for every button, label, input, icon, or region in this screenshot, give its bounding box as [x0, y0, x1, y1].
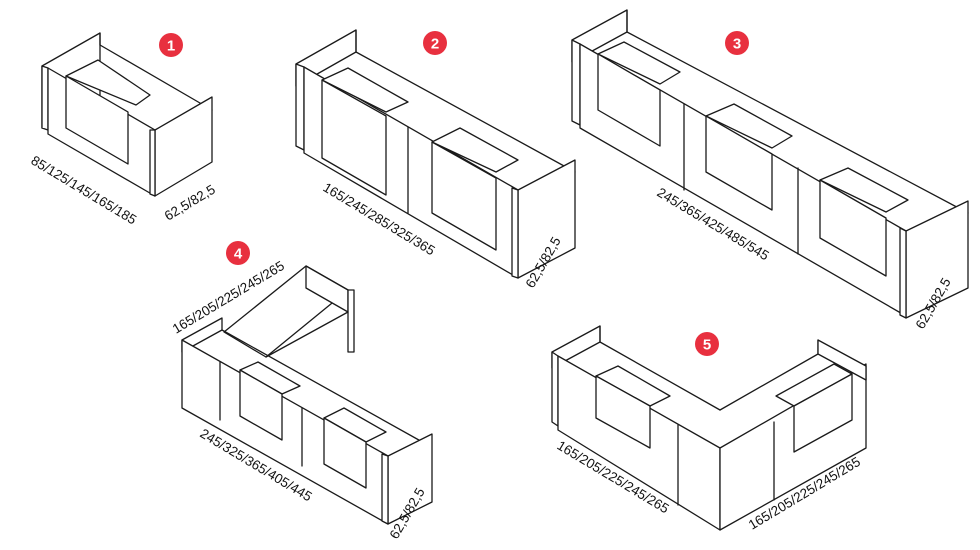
- badge-number: 4: [234, 246, 243, 263]
- desk-model-2: [295, 29, 576, 279]
- model-1-depth-label: 62,5/82,5: [162, 182, 218, 224]
- badge-circle: [226, 241, 250, 265]
- badge-circle: [695, 332, 719, 356]
- badge-circle: [725, 31, 749, 55]
- desk-model-3: [571, 9, 969, 319]
- badge-circle: [423, 31, 447, 55]
- badge-number: 5: [703, 337, 711, 354]
- badge-number: 3: [733, 36, 741, 53]
- desk-model-4: [181, 265, 433, 525]
- badge-circle: [159, 33, 183, 57]
- desk-model-5: [551, 325, 867, 531]
- badge-number: 1: [167, 38, 175, 55]
- desk-model-1: [41, 32, 213, 197]
- badge-2: 2: [423, 31, 447, 55]
- badge-number: 2: [431, 36, 439, 53]
- badge-1: 1: [159, 33, 183, 57]
- badge-3: 3: [725, 31, 749, 55]
- badge-5: 5: [695, 332, 719, 356]
- badge-4: 4: [226, 241, 250, 265]
